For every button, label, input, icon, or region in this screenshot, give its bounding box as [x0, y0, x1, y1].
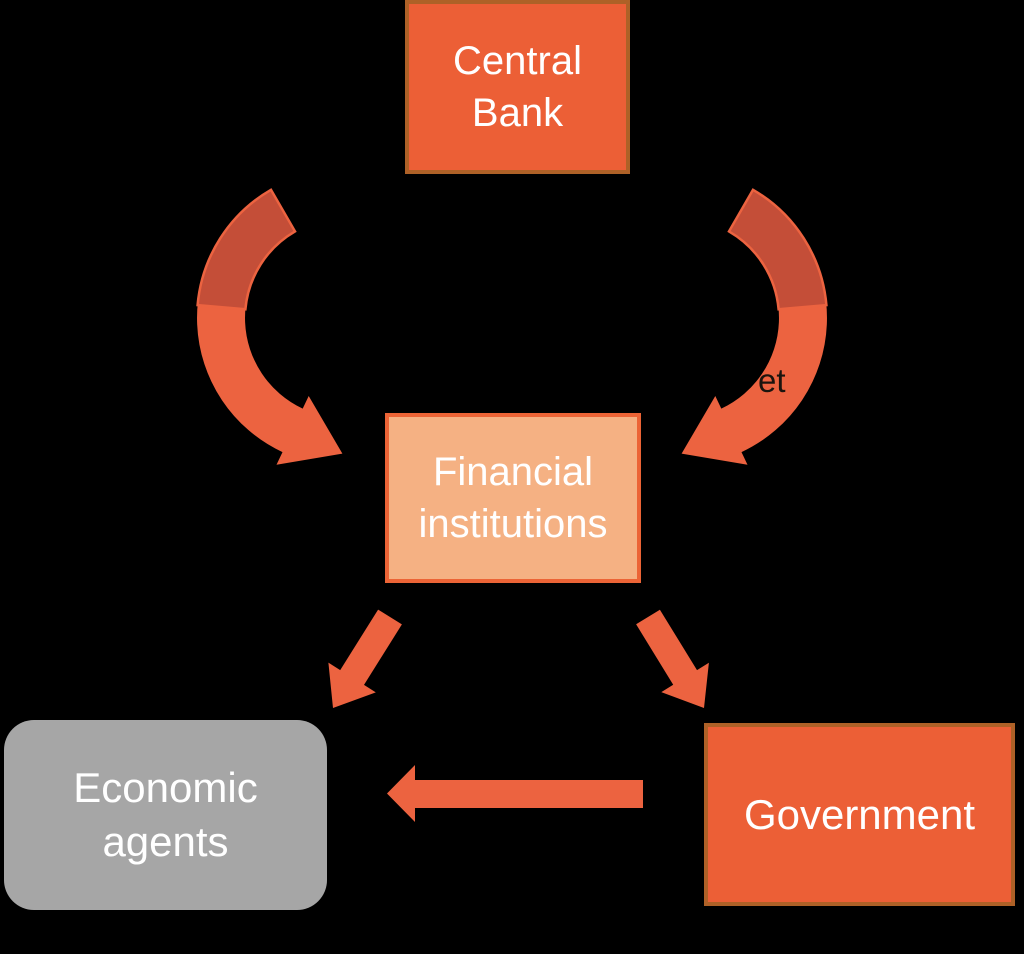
arrow-financial-to-economic — [328, 609, 402, 708]
government-node: Government — [704, 723, 1015, 906]
government-label: Government — [743, 790, 976, 838]
curved-arrow-right-shade — [727, 188, 828, 311]
financial-institutions-node: Financial institutions — [385, 413, 641, 583]
central-bank-label-line1: Central — [453, 39, 582, 83]
economic-agents-label-line1: Economic — [73, 764, 258, 811]
central-bank-label-line2: Bank — [471, 91, 564, 135]
curved-arrow-left-shade — [196, 188, 297, 311]
financial-institutions-label-line2: institutions — [418, 502, 608, 546]
economic-agents-label-line2: agents — [102, 818, 229, 865]
curved-arrow-central-to-financial-left — [196, 188, 343, 465]
arrow-government-to-economic — [387, 765, 643, 822]
arrow-financial-to-government — [636, 609, 709, 708]
financial-institutions-label-line1: Financial — [432, 450, 594, 494]
economic-agents-node: Economic agents — [4, 720, 327, 910]
curved-arrow-central-to-financial-right — [681, 188, 828, 465]
central-bank-node: Central Bank — [405, 0, 630, 174]
arrow-label-fragment: et — [758, 362, 786, 399]
